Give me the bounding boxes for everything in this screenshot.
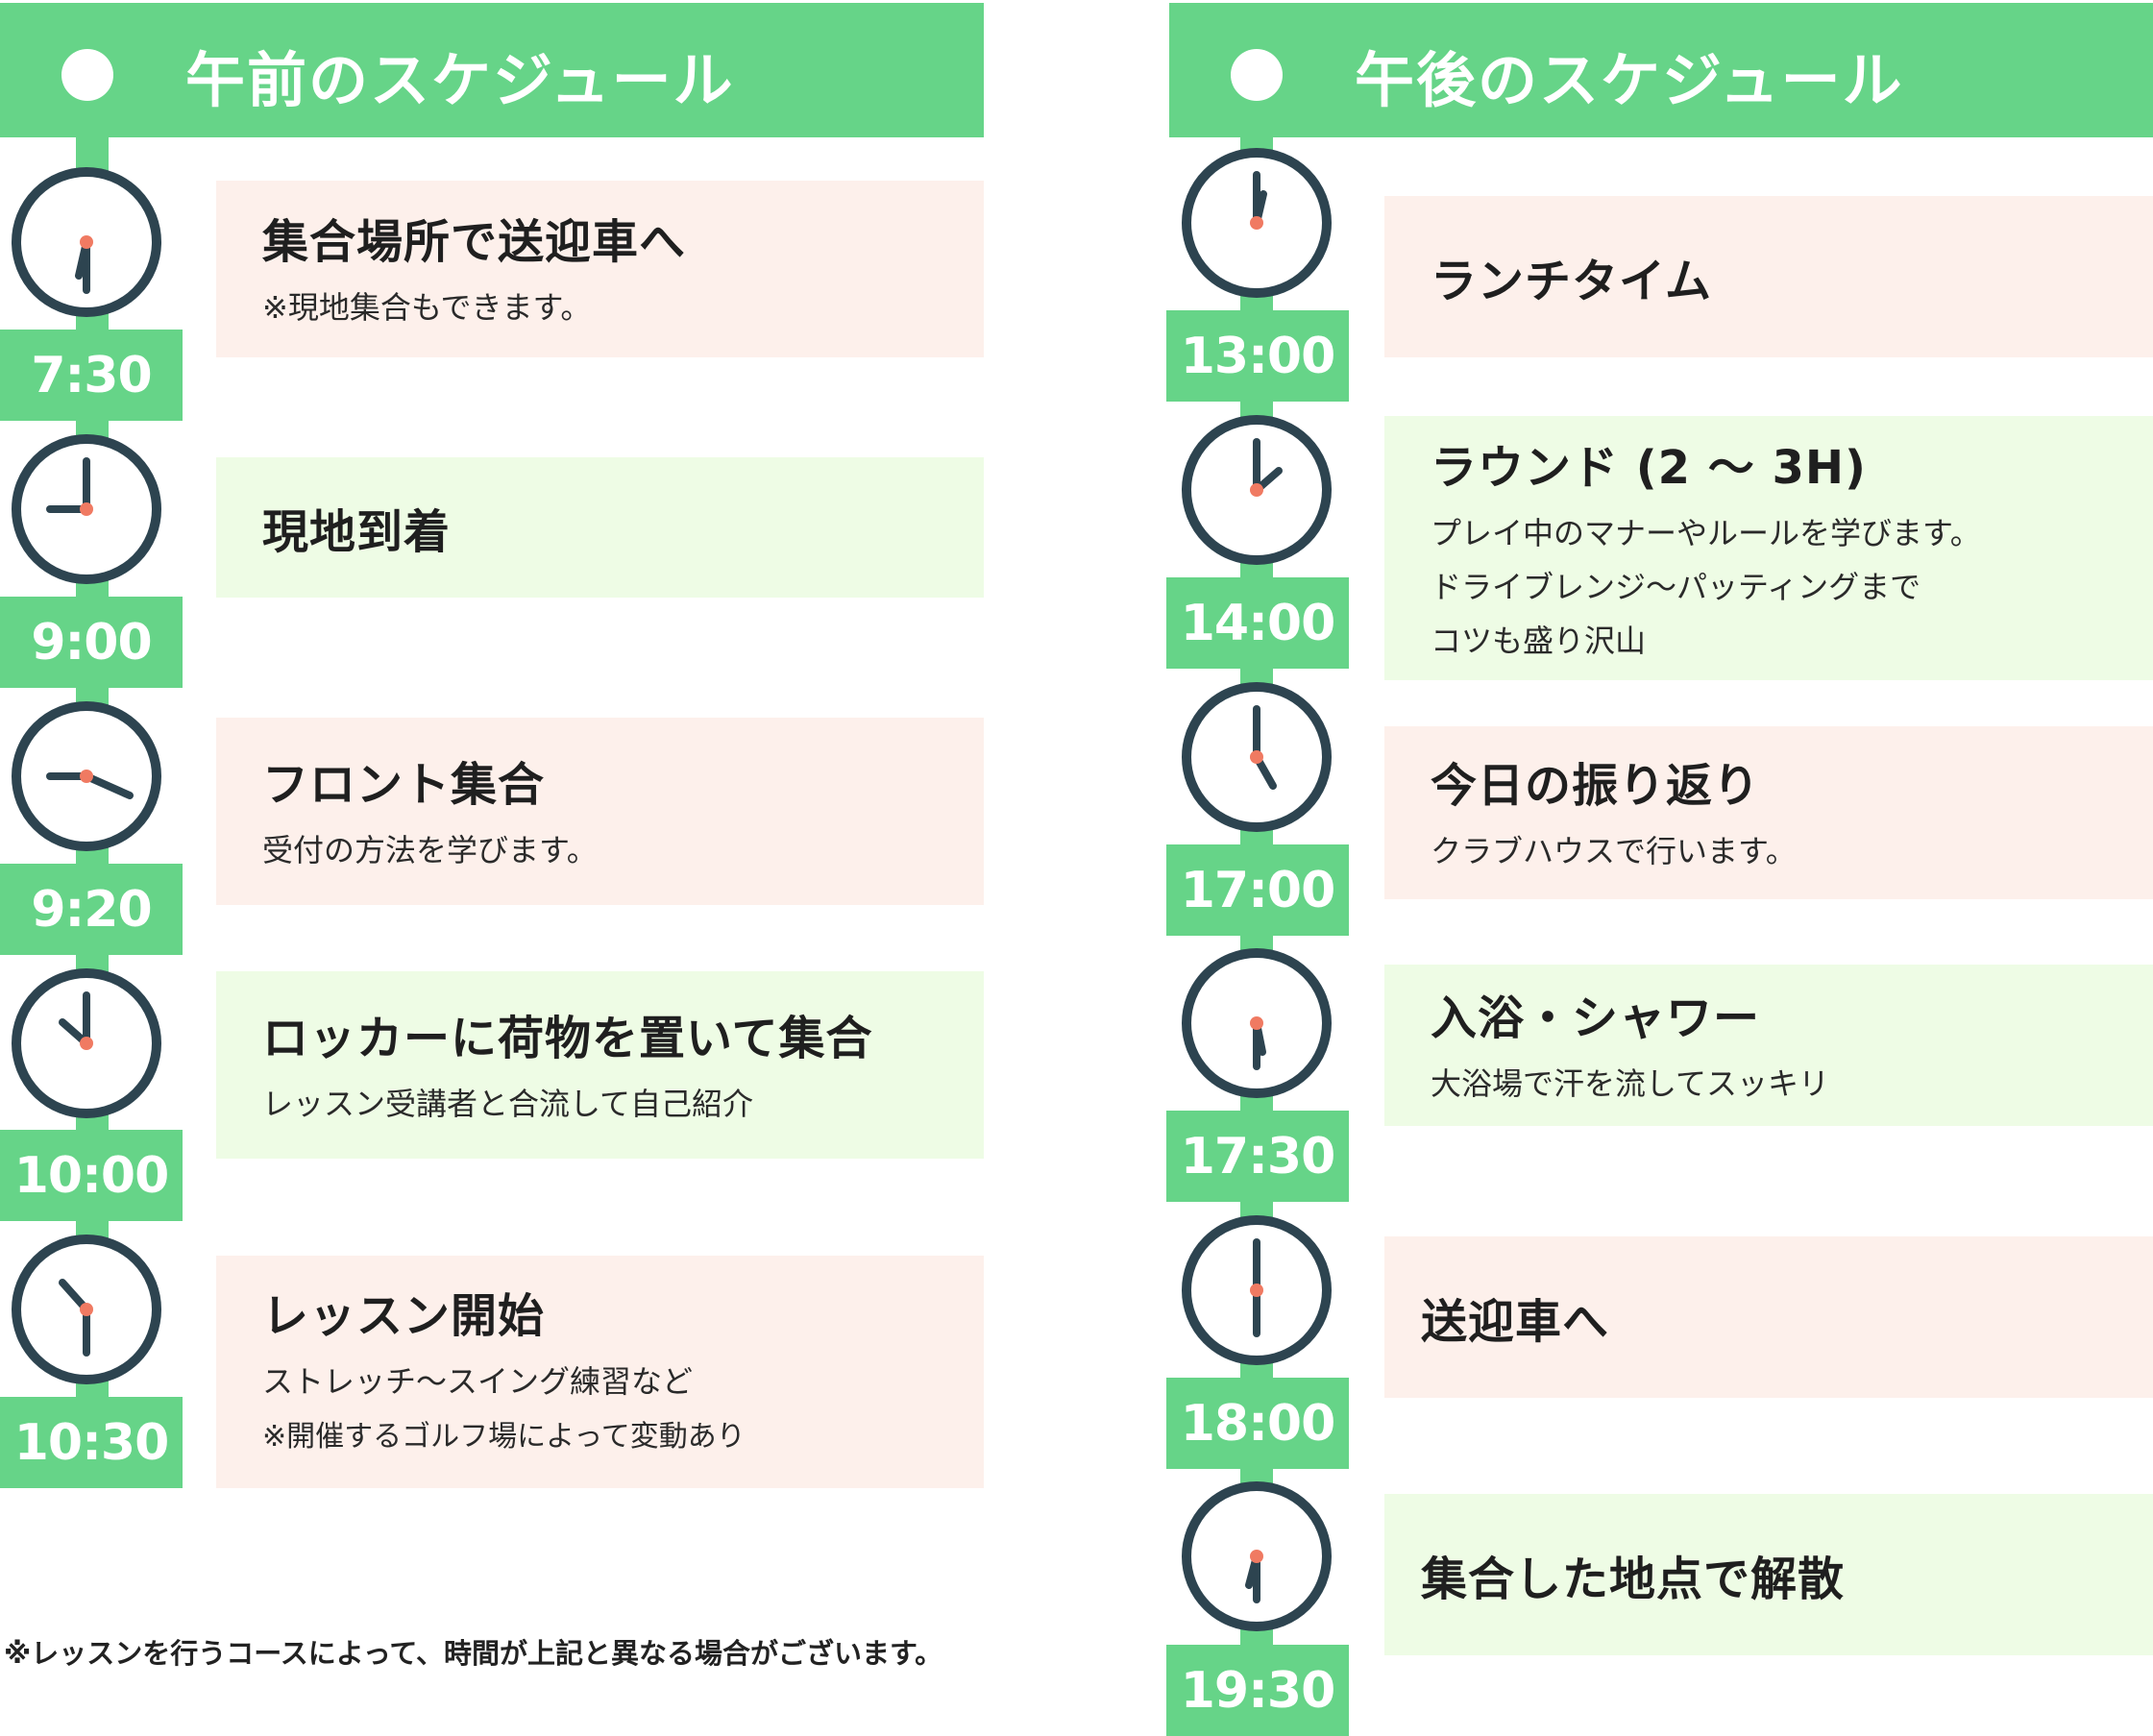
card-title: 送迎車へ: [1421, 1295, 1610, 1349]
header-dot-icon: [1231, 49, 1283, 101]
schedule-card: レッスン開始 ストレッチ～スイング練習など ※開催するゴルフ場によって変動あり: [216, 1256, 984, 1488]
schedule-card: ロッカーに荷物を置いて集合 レッスン受講者と合流して自己紹介: [216, 971, 984, 1159]
time-label: 13:00: [1166, 310, 1349, 402]
afternoon-header: 午後のスケジュール: [1169, 3, 2153, 137]
card-note: コツも盛り沢山: [1431, 622, 1647, 659]
time-label: 17:00: [1166, 844, 1349, 936]
card-note: プレイ中のマナーやルールを学びます。: [1431, 514, 1981, 551]
clock-icon: [1182, 415, 1332, 565]
clock-icon: [1182, 1215, 1332, 1365]
card-title: 集合場所で送迎車へ: [262, 215, 687, 269]
footnote: ※レッスンを行うコースによって、時間が上記と異なる場合がございます。: [4, 1637, 943, 1670]
schedule-card: 送迎車へ: [1384, 1236, 2153, 1398]
card-title: 入浴・シャワー: [1431, 991, 1761, 1045]
card-note: レッスン受講者と合流して自己紹介: [262, 1085, 754, 1122]
card-note: ※開催するゴルフ場によって変動あり: [262, 1420, 746, 1454]
clock-icon: [12, 968, 161, 1118]
time-label: 17:30: [1166, 1111, 1349, 1202]
schedule-card: ラウンド (2 ～ 3H) プレイ中のマナーやルールを学びます。 ドライブレンジ…: [1384, 416, 2153, 680]
card-note: ストレッチ～スイング練習など: [262, 1363, 694, 1400]
clock-icon: [12, 1235, 161, 1384]
schedule-card: フロント集合 受付の方法を学びます。: [216, 718, 984, 905]
clock-icon: [1182, 1481, 1332, 1631]
time-label: 10:00: [0, 1130, 183, 1221]
header-dot-icon: [61, 49, 113, 101]
schedule-card: 現地到着: [216, 457, 984, 598]
schedule-card: ランチタイム: [1384, 196, 2153, 357]
time-label: 14:00: [1166, 577, 1349, 669]
schedule-card: 入浴・シャワー 大浴場で汗を流してスッキリ: [1384, 965, 2153, 1126]
card-title: 集合した地点で解散: [1421, 1553, 1846, 1606]
schedule-card: 今日の振り返り クラブハウスで行います。: [1384, 726, 2153, 899]
afternoon-title: 午後のスケジュール: [1355, 45, 1904, 115]
card-title: ランチタイム: [1431, 255, 1713, 308]
time-label: 19:30: [1166, 1645, 1349, 1736]
card-note: ※現地集合もできます。: [262, 289, 592, 326]
time-label: 7:30: [0, 330, 183, 421]
time-label: 9:00: [0, 597, 183, 688]
schedule-card: 集合場所で送迎車へ ※現地集合もできます。: [216, 181, 984, 357]
clock-icon: [12, 167, 161, 317]
morning-header: 午前のスケジュール: [0, 3, 984, 137]
schedule-card: 集合した地点で解散: [1384, 1494, 2153, 1655]
card-note: クラブハウスで行います。: [1431, 833, 1797, 869]
card-title: ラウンド (2 ～ 3H): [1431, 440, 1867, 495]
card-title: フロント集合: [262, 757, 546, 812]
clock-icon: [12, 434, 161, 584]
card-title: 現地到着: [262, 505, 452, 559]
card-title: レッスン開始: [262, 1289, 546, 1343]
card-note: 大浴場で汗を流してスッキリ: [1431, 1065, 1830, 1102]
time-label: 18:00: [1166, 1378, 1349, 1469]
morning-title: 午前のスケジュール: [185, 45, 735, 115]
clock-icon: [1182, 148, 1332, 298]
time-label: 10:30: [0, 1397, 183, 1488]
card-title: ロッカーに荷物を置いて集合: [262, 1011, 873, 1065]
clock-icon: [12, 701, 161, 851]
card-title: 今日の振り返り: [1431, 759, 1761, 813]
clock-icon: [1182, 682, 1332, 832]
clock-icon: [1182, 948, 1332, 1098]
card-note: ドライブレンジ～パッティングまで: [1431, 568, 1921, 605]
time-label: 9:20: [0, 864, 183, 955]
card-note: 受付の方法を学びます。: [262, 831, 598, 868]
